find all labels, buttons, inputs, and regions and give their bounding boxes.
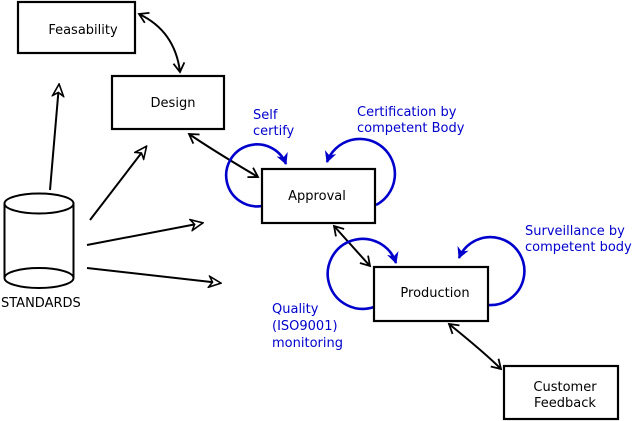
approval-box xyxy=(260,167,377,225)
standards-label: STANDARDS xyxy=(1,296,81,311)
standards-node: STANDARDS xyxy=(1,192,81,311)
quality-label-line2: (ISO9001) xyxy=(272,319,338,334)
standards-to-feasability-arrow xyxy=(49,85,59,191)
certification-loop xyxy=(324,137,397,207)
approval-label: Approval xyxy=(288,189,346,204)
standards-cylinder-bottom xyxy=(3,267,75,289)
self-certify-label-line1: Self xyxy=(253,108,278,123)
feasability-node: Feasability xyxy=(16,0,137,55)
standards-to-production-arrow xyxy=(86,267,220,283)
certification-label-line2: competent Body xyxy=(357,121,465,136)
design-node: Design xyxy=(110,74,226,131)
production-label: Production xyxy=(400,286,469,301)
certification-label-line1: Certification by xyxy=(357,105,457,120)
quality-label-line3: monitoring xyxy=(272,336,343,351)
design-approval-arrow xyxy=(187,133,260,179)
standards-to-approval-arrow xyxy=(86,223,202,246)
standards-to-design-arrow xyxy=(89,147,146,221)
surveillance-label-line2: competent body xyxy=(525,240,632,255)
blue-loops xyxy=(224,137,526,311)
approval-node: Approval xyxy=(260,167,377,225)
customer-feedback-label-line1: Customer xyxy=(533,380,597,395)
feasability-box xyxy=(16,0,137,55)
production-box xyxy=(372,265,490,323)
blue-annotations: Self certify Certification by competent … xyxy=(253,105,632,351)
surveillance-loop xyxy=(457,235,526,307)
quality-label-line1: Quality xyxy=(272,302,319,317)
production-feedback-arrow xyxy=(447,322,503,371)
design-box xyxy=(110,74,226,131)
self-certify-loop xyxy=(224,143,288,208)
design-label: Design xyxy=(151,96,196,111)
feasability-label: Feasability xyxy=(48,23,118,38)
surveillance-label-line1: Surveillance by xyxy=(525,224,625,239)
standards-cylinder-top xyxy=(3,192,75,215)
self-certify-label-line2: certify xyxy=(253,124,295,139)
feasability-design-arrow xyxy=(137,11,186,74)
customer-feedback-node: Customer Feedback xyxy=(502,364,620,421)
quality-monitoring-loop xyxy=(326,237,399,311)
production-node: Production xyxy=(372,265,490,323)
approval-production-arrow xyxy=(332,224,372,268)
customer-feedback-label-line2: Feedback xyxy=(534,396,596,411)
stage-links xyxy=(137,11,503,371)
customer-feedback-box xyxy=(502,364,620,421)
standards-arrows xyxy=(49,85,220,283)
